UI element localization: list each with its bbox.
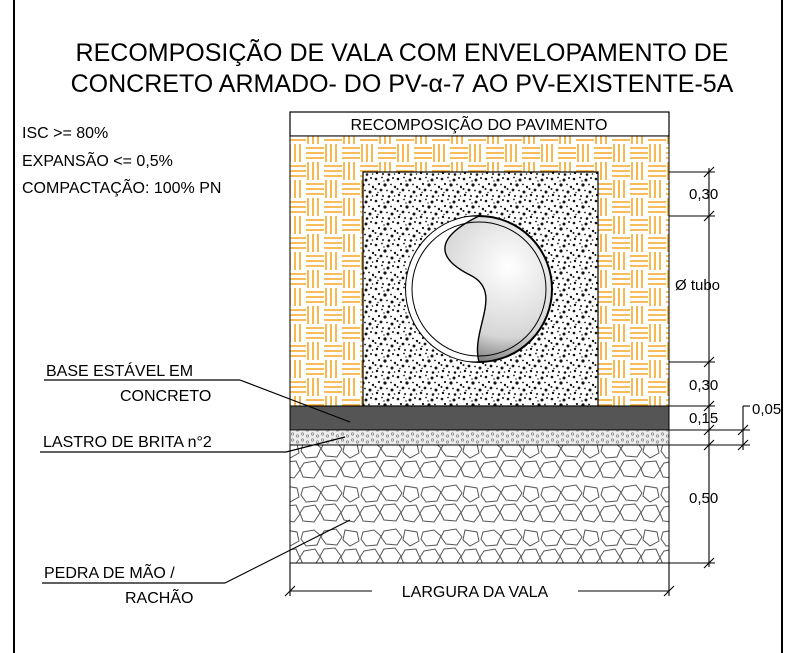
dimension-chain [669,166,750,569]
note-isc: ISC >= 80% [22,125,108,142]
label-lastro: LASTRO DE BRITA n°2 [43,434,212,451]
dim-bottom-cover: 0,30 [689,377,718,394]
pavement-layer [289,111,670,137]
title-line2: CONCRETO ARMADO- DO PV-α-7 AO PV-EXISTEN… [71,70,734,98]
note-compactacao: COMPACTAÇÃO: 100% PN [22,177,221,197]
label-largura: LARGURA DA VALA [402,584,549,601]
gravel-layer [289,429,670,446]
rachao-layer [289,444,670,564]
dim-tubo: Ø tubo [675,277,720,294]
label-pedra-line1: PEDRA DE MÃO / [44,562,175,582]
dim-lastro: 0,05 [752,401,781,418]
pavement-label: RECOMPOSIÇÃO DO PAVIMENTO [351,114,608,134]
note-expansao: EXPANSÃO <= 0,5% [22,150,173,170]
dim-base: 0,15 [689,410,718,427]
dim-rachao: 0,50 [689,490,718,507]
label-pedra-line2: RACHÃO [125,587,193,607]
label-base-line1: BASE ESTÁVEL EM [46,361,193,380]
dimension-largura [284,563,675,597]
dim-top-cover: 0,30 [689,186,718,203]
base-concrete-layer [289,405,670,431]
label-base-line2: CONCRETO [120,388,211,405]
title-line1: RECOMPOSIÇÃO DE VALA COM ENVELOPAMENTO D… [76,38,729,67]
pipe [405,215,553,363]
